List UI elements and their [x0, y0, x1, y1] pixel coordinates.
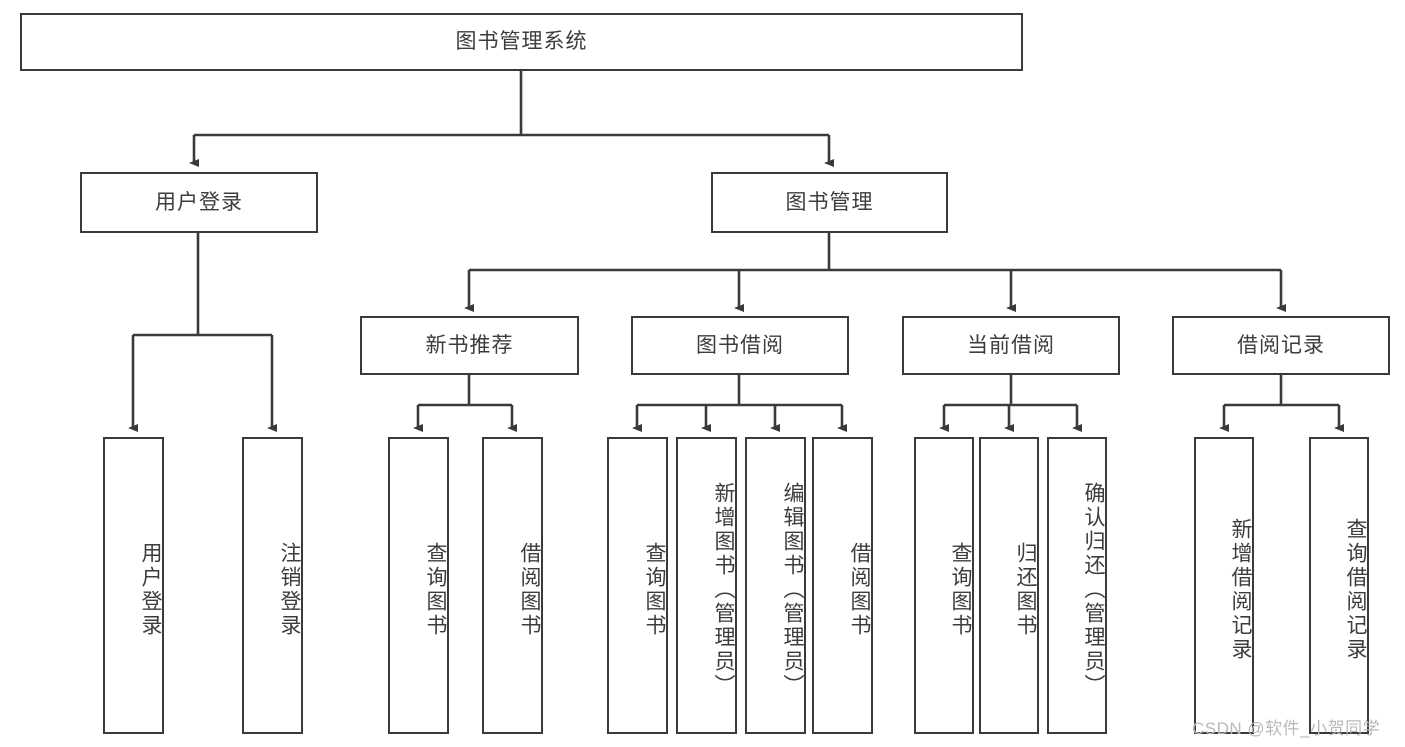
leaf-label: 新增图书（管理员） [712, 481, 735, 698]
node-book-management-label: 图书管理 [785, 190, 874, 214]
node-current-borrow[interactable]: 当前借阅 [902, 316, 1120, 375]
leaf-label: 注销登录 [278, 541, 301, 638]
node-borrow-record-label: 借阅记录 [1237, 333, 1325, 357]
node-current-borrow-label: 当前借阅 [967, 333, 1055, 357]
leaf-book-borrow-query[interactable]: 查询图书 [607, 437, 668, 734]
leaf-label: 归还图书 [1014, 541, 1037, 638]
leaf-new-book-query[interactable]: 查询图书 [388, 437, 449, 734]
node-new-book-recommend[interactable]: 新书推荐 [360, 316, 579, 375]
leaf-borrow-record-add[interactable]: 新增借阅记录 [1194, 437, 1254, 734]
leaf-label: 用户登录 [139, 541, 162, 638]
node-new-book-recommend-label: 新书推荐 [425, 333, 514, 357]
node-book-management[interactable]: 图书管理 [711, 172, 948, 233]
leaf-book-borrow-borrow[interactable]: 借阅图书 [812, 437, 873, 734]
node-user-login-label: 用户登录 [155, 190, 243, 214]
leaf-label: 确认归还（管理员） [1082, 481, 1105, 698]
leaf-user-login-logout[interactable]: 注销登录 [242, 437, 303, 734]
leaf-book-borrow-add[interactable]: 新增图书（管理员） [676, 437, 737, 734]
leaf-current-borrow-query[interactable]: 查询图书 [914, 437, 974, 734]
leaf-user-login-login[interactable]: 用户登录 [103, 437, 164, 734]
leaf-book-borrow-edit[interactable]: 编辑图书（管理员） [745, 437, 806, 734]
node-borrow-record[interactable]: 借阅记录 [1172, 316, 1390, 375]
node-user-login[interactable]: 用户登录 [80, 172, 318, 233]
leaf-label: 查询图书 [643, 541, 666, 638]
leaf-label: 查询图书 [949, 541, 972, 638]
node-root-label: 图书管理系统 [455, 30, 588, 54]
leaf-label: 编辑图书（管理员） [781, 481, 804, 698]
leaf-label: 查询借阅记录 [1344, 517, 1367, 662]
leaf-label: 新增借阅记录 [1229, 517, 1252, 662]
leaf-current-borrow-confirm-return[interactable]: 确认归还（管理员） [1047, 437, 1107, 734]
leaf-label: 查询图书 [424, 541, 447, 638]
leaf-borrow-record-query[interactable]: 查询借阅记录 [1309, 437, 1369, 734]
node-book-borrow[interactable]: 图书借阅 [631, 316, 849, 375]
leaf-label: 借阅图书 [518, 541, 541, 638]
node-book-borrow-label: 图书借阅 [696, 333, 784, 357]
leaf-new-book-borrow[interactable]: 借阅图书 [482, 437, 543, 734]
csdn-watermark: CSDN @软件_小贺同学 [1192, 719, 1381, 738]
leaf-current-borrow-return[interactable]: 归还图书 [979, 437, 1039, 734]
node-root[interactable]: 图书管理系统 [20, 13, 1023, 71]
leaf-label: 借阅图书 [848, 541, 871, 638]
